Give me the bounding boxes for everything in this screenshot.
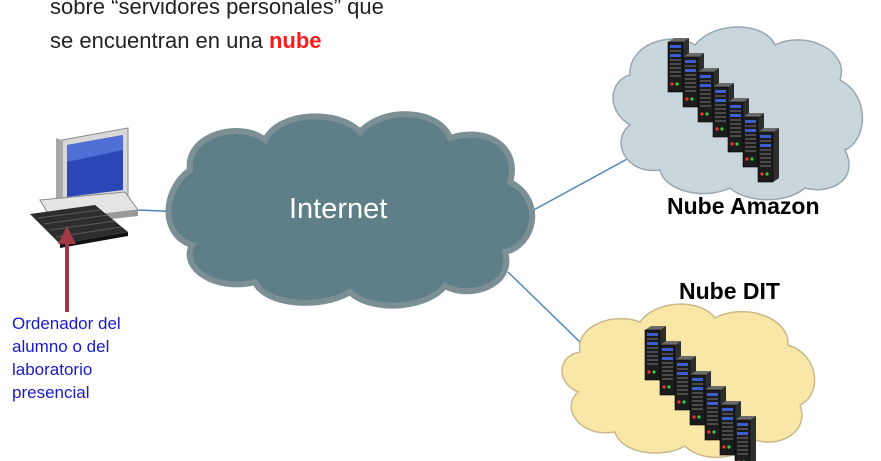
intro-line-1: sobre “servidores personales” que [50, 0, 384, 19]
dit-label: Nube DIT [679, 278, 780, 304]
intro-highlight-word: nube [268, 28, 322, 53]
intro-text: sobre “servidores personales” que se enc… [50, 0, 384, 58]
computer-icon [30, 127, 139, 248]
computer-pointer-arrow [58, 226, 76, 312]
internet-cloud [165, 111, 536, 309]
intro-line-2-prefix: se encuentran en una [50, 28, 269, 53]
intro-line-2: se encuentran en una nube [50, 24, 384, 58]
internet-label: Internet [289, 193, 388, 225]
link-internet-amazon [529, 151, 641, 213]
amazon-label: Nube Amazon [667, 193, 820, 219]
computer-caption: Ordenador del alumno o del laboratorio p… [12, 314, 121, 402]
link-internet-dit [507, 271, 583, 345]
